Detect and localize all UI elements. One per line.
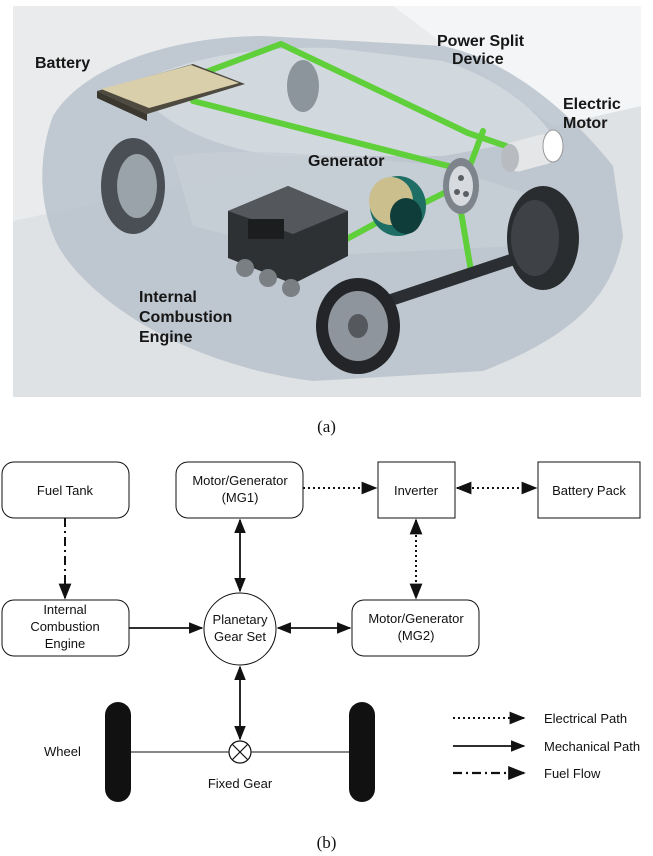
legend-fuel-label: Fuel Flow [544, 766, 601, 781]
planetary-label-2: Gear Set [214, 629, 266, 644]
generator-component [369, 176, 426, 236]
ice-label-1: Internal [43, 602, 86, 617]
battery-component [97, 64, 245, 121]
label-electric-motor-2: Motor [563, 115, 607, 132]
label-generator: Generator [308, 153, 384, 170]
mg1-label-2: (MG1) [222, 490, 259, 505]
legend-mechanical-label: Mechanical Path [544, 739, 640, 754]
caption-a: (a) [317, 417, 336, 436]
power-split-component [443, 158, 479, 214]
ice-label-3: Engine [45, 636, 85, 651]
legend-electrical-label: Electrical Path [544, 711, 627, 726]
wheel-label: Wheel [44, 744, 81, 759]
front-hub-right [511, 200, 559, 276]
label-battery: Battery [35, 55, 90, 72]
car-cutaway-drawing: Battery Power Split Device Electric Moto… [13, 6, 641, 397]
rear-wheel-right [287, 60, 319, 112]
path-battery-device [190, 98, 471, 174]
hybrid-car-illustration: Battery Power Split Device Electric Moto… [13, 6, 641, 397]
mg1-block [175, 461, 304, 519]
path-device-motor [465, 130, 509, 149]
label-power-split-1: Power Split [437, 33, 525, 50]
mg1-label-1: Motor/Generator [192, 473, 288, 488]
battery-pack-block [537, 461, 641, 519]
planetary-label-1: Planetary [213, 612, 268, 627]
car-roof-glass [133, 47, 553, 157]
mg2-label-1: Motor/Generator [368, 611, 464, 626]
block-diagram-svg: Fuel Tank Motor/Generator (MG1) Inverter… [1, 461, 641, 802]
powertrain-block-diagram: Fuel Tank Motor/Generator (MG1) Inverter… [0, 450, 653, 830]
path-device-axle [457, 203, 474, 274]
label-ice-2: Combustion [139, 309, 232, 326]
battery-pack-label: Battery Pack [552, 483, 626, 498]
inverter-label: Inverter [394, 483, 439, 498]
mg2-block [351, 599, 480, 657]
label-ice-3: Engine [139, 329, 192, 346]
inverter-block [377, 461, 456, 519]
rear-hub-left [117, 154, 157, 218]
fixed-gear-symbol [228, 740, 252, 764]
caption-b: (b) [316, 833, 337, 852]
road-stripe [393, 6, 641, 126]
ice-label-2: Combustion [30, 619, 99, 634]
label-electric-motor-1: Electric [563, 96, 621, 113]
label-ice-1: Internal [139, 289, 197, 306]
label-power-split-2: Device [452, 51, 504, 68]
planetary-gear-block [203, 592, 277, 666]
engine-component [228, 186, 348, 297]
electric-motor-component [501, 129, 564, 172]
fuel-tank-label: Fuel Tank [37, 483, 94, 498]
mg2-label-2: (MG2) [398, 628, 435, 643]
legend: Electrical Path Mechanical Path Fuel Flo… [453, 711, 640, 781]
wheel-right [349, 702, 375, 802]
fixed-gear-label: Fixed Gear [208, 776, 273, 791]
wheel-left [105, 702, 131, 802]
